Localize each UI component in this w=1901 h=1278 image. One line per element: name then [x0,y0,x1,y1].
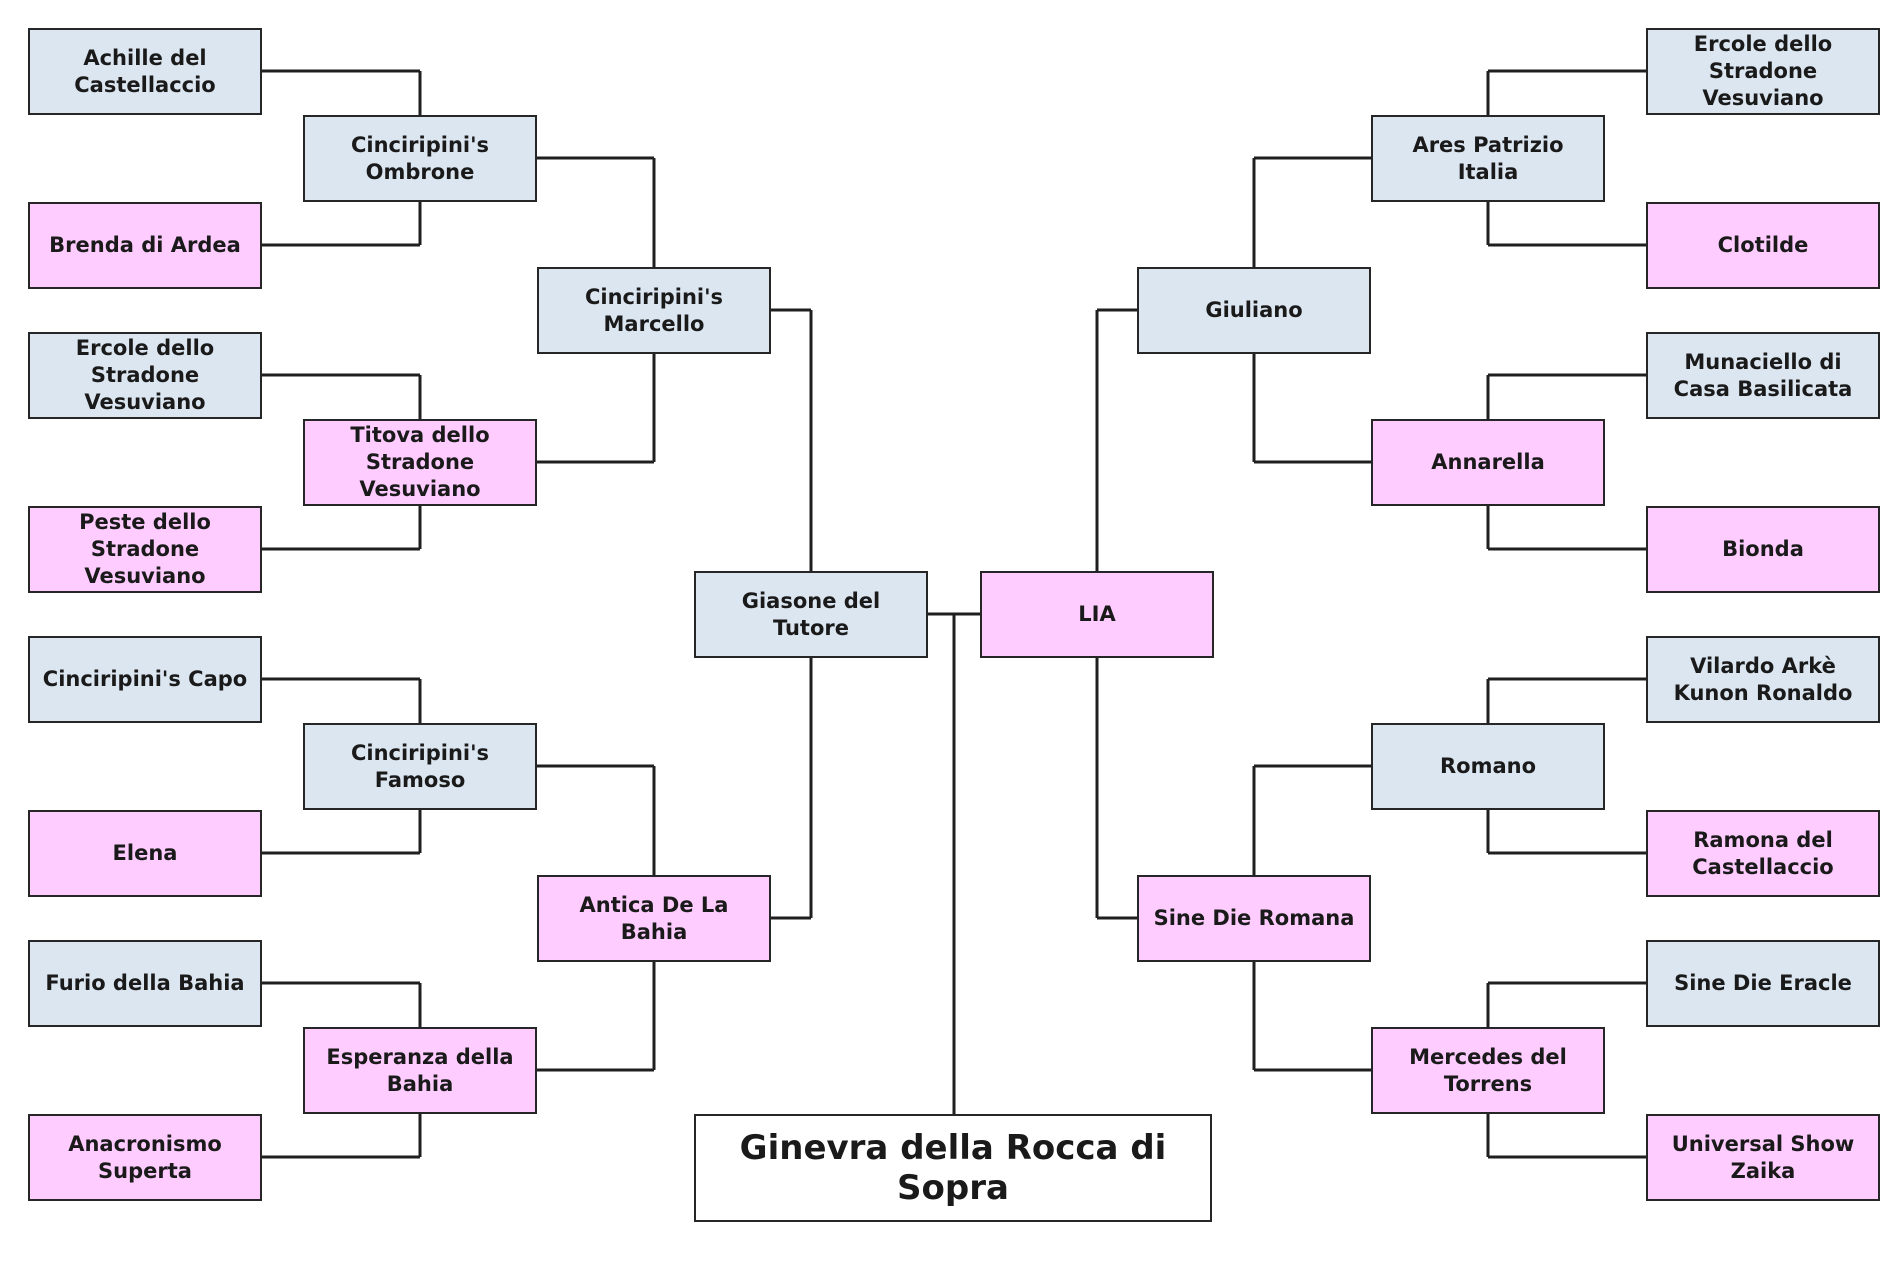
pedigree-node-dds: Romano [1371,723,1605,810]
pedigree-node-paternal-grandsire: Cinciripini's Marcello [537,267,771,354]
pedigree-node-dsds: Munaciello di Casa Basilicata [1646,332,1880,419]
pedigree-node-sdd: Esperanza della Bahia [303,1027,537,1114]
pedigree-node-sssd: Brenda di Ardea [28,202,262,289]
pedigree-node-ddds: Sine Die Eracle [1646,940,1880,1027]
pedigree-node-dam: LIA [980,571,1214,658]
pedigree-node-ssd: Titova dello Stradone Vesuviano [303,419,537,506]
pedigree-subject: Ginevra della Rocca di Sopra [694,1114,1212,1222]
pedigree-node-dddd: Universal Show Zaika [1646,1114,1880,1201]
pedigree-node-sds: Cinciripini's Famoso [303,723,537,810]
pedigree-node-dss: Ares Patrizio Italia [1371,115,1605,202]
pedigree-node-sddd: Anacronismo Superta [28,1114,262,1201]
pedigree-node-ssds: Ercole dello Stradone Vesuviano [28,332,262,419]
pedigree-node-maternal-granddam: Sine Die Romana [1137,875,1371,962]
pedigree-node-maternal-grandsire: Giuliano [1137,267,1371,354]
pedigree-node-ddsd: Ramona del Castellaccio [1646,810,1880,897]
pedigree-node-dsd: Annarella [1371,419,1605,506]
pedigree-node-paternal-granddam: Antica De La Bahia [537,875,771,962]
pedigree-node-sss: Achille del Castellaccio [28,28,262,115]
pedigree-node-sdsd: Elena [28,810,262,897]
pedigree-node-dsss: Ercole dello Stradone Vesuviano [1646,28,1880,115]
pedigree-node-ss: Cinciripini's Ombrone [303,115,537,202]
pedigree-node-sire: Giasone del Tutore [694,571,928,658]
pedigree-node-sdss: Cinciripini's Capo [28,636,262,723]
pedigree-node-ddss: Vilardo Arkè Kunon Ronaldo [1646,636,1880,723]
pedigree-node-dssd: Clotilde [1646,202,1880,289]
pedigree-node-dsdd: Bionda [1646,506,1880,593]
pedigree-node-ssdd: Peste dello Stradone Vesuviano [28,506,262,593]
pedigree-node-ddd: Mercedes del Torrens [1371,1027,1605,1114]
pedigree-node-sdds: Furio della Bahia [28,940,262,1027]
